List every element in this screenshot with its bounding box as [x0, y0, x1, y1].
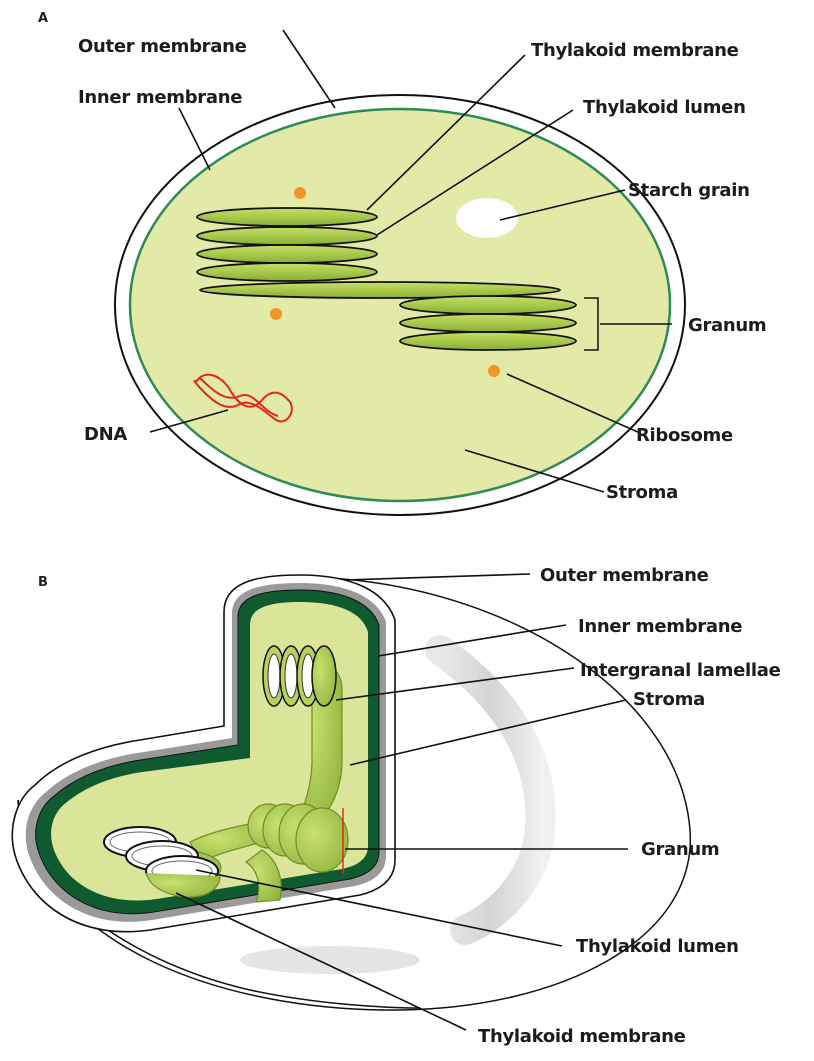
label-starch-grain: Starch grain	[628, 180, 750, 201]
leader-outer-membrane-b	[345, 574, 530, 580]
leader-inner-membrane-b	[378, 625, 566, 656]
leader-thylakoid-membrane-b	[176, 893, 466, 1030]
label-granum-b: Granum	[641, 839, 719, 860]
panel-b: B	[12, 565, 780, 1047]
label-outer-membrane-b: Outer membrane	[540, 565, 709, 586]
label-thylakoid-lumen-b: Thylakoid lumen	[576, 936, 739, 957]
ribosome-dot	[270, 308, 282, 320]
label-stroma-a: Stroma	[606, 482, 678, 503]
bottom-shading	[240, 946, 420, 974]
label-intergranal-lamellae: Intergranal lamellae	[580, 660, 781, 681]
ribosome-dot	[488, 365, 500, 377]
ribosome-dot	[294, 187, 306, 199]
panel-a: A	[38, 11, 766, 515]
label-thylakoid-membrane-b: Thylakoid membrane	[478, 1026, 686, 1047]
shell-shading	[440, 650, 540, 930]
label-thylakoid-membrane-a: Thylakoid membrane	[531, 40, 739, 61]
label-inner-membrane-a: Inner membrane	[78, 87, 242, 108]
granum-stack-right	[400, 296, 576, 350]
panel-a-letter: A	[38, 11, 48, 26]
label-granum-a: Granum	[688, 315, 766, 336]
label-dna: DNA	[84, 424, 127, 445]
label-outer-membrane-a: Outer membrane	[78, 36, 247, 57]
label-stroma-b: Stroma	[633, 689, 705, 710]
label-inner-membrane-b: Inner membrane	[578, 616, 742, 637]
panel-b-letter: B	[38, 575, 48, 590]
leader-outer-membrane-a	[283, 30, 335, 108]
label-thylakoid-lumen-a: Thylakoid lumen	[583, 97, 746, 118]
label-ribosome: Ribosome	[636, 425, 733, 446]
granum-upper	[263, 646, 336, 706]
